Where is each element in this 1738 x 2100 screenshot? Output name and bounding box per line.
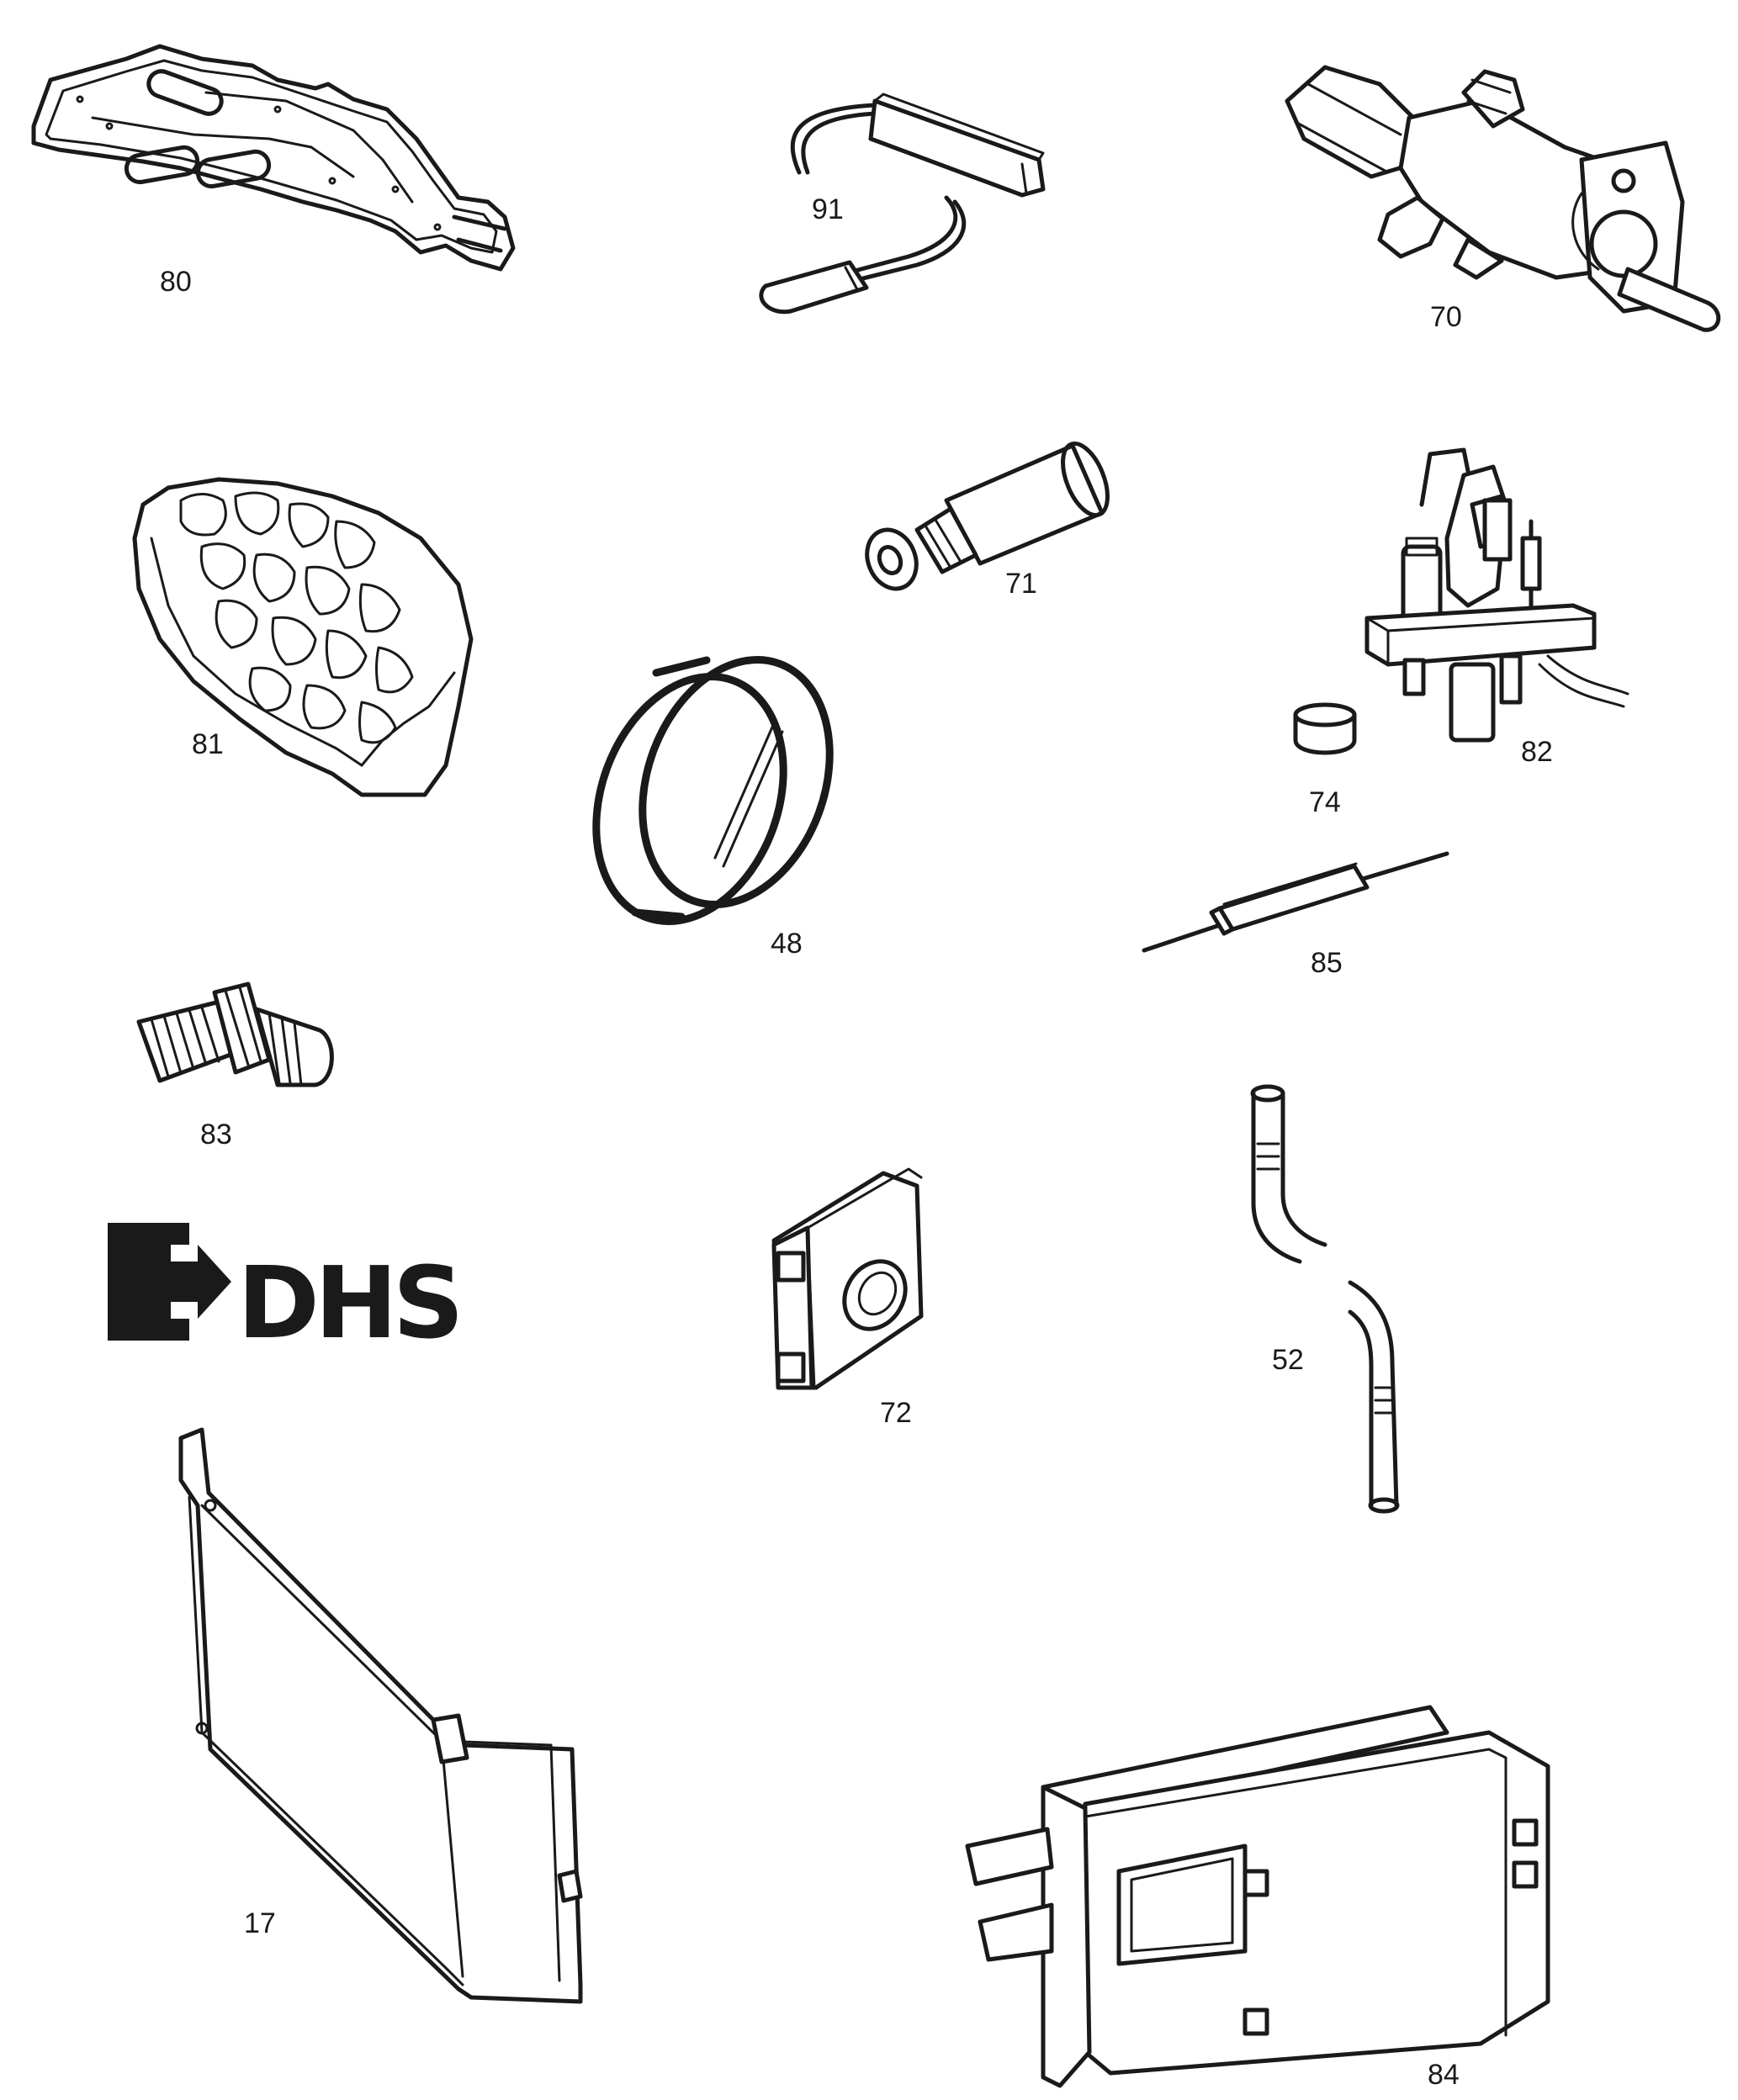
part-17-drawing xyxy=(178,1427,583,2004)
part-label-17: 17 xyxy=(244,1907,276,1939)
part-83-drawing xyxy=(136,981,334,1087)
part-74-drawing xyxy=(1293,702,1357,755)
part-71-drawing xyxy=(865,441,1110,591)
part-label-74: 74 xyxy=(1309,786,1341,818)
part-52-drawing xyxy=(1250,1084,1400,1514)
part-label-91: 91 xyxy=(812,193,844,225)
part-48-drawing xyxy=(592,656,834,925)
part-70-drawing xyxy=(1285,65,1721,332)
part-label-83: 83 xyxy=(200,1119,232,1151)
dhs-logo-text: DHS xyxy=(237,1245,459,1361)
dhs-logo: DHS xyxy=(108,1223,464,1361)
part-label-81: 81 xyxy=(192,728,224,760)
part-label-48: 48 xyxy=(771,928,803,960)
part-72-drawing xyxy=(771,1167,924,1390)
part-91-drawing xyxy=(759,93,1046,315)
part-84-drawing xyxy=(965,1705,1550,2088)
part-label-52: 52 xyxy=(1272,1344,1304,1376)
part-80-drawing xyxy=(31,44,516,272)
part-85-drawing xyxy=(1142,851,1449,953)
part-82-drawing xyxy=(1364,447,1629,743)
part-label-72: 72 xyxy=(880,1397,912,1429)
part-label-82: 82 xyxy=(1521,736,1553,768)
part-label-71: 71 xyxy=(1005,568,1037,600)
part-label-70: 70 xyxy=(1430,301,1462,333)
part-label-85: 85 xyxy=(1311,947,1343,979)
part-81-drawing xyxy=(132,477,474,797)
part-label-80: 80 xyxy=(160,266,192,298)
part-label-84: 84 xyxy=(1428,2059,1460,2091)
